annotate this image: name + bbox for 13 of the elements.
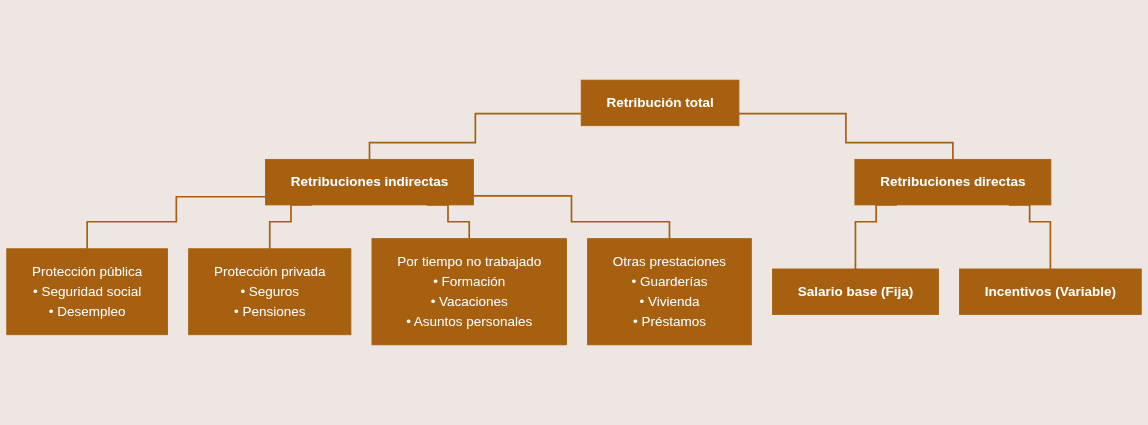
node-box: Por tiempo no trabajado • Formación • Vacaciones • Asuntos personales <box>371 238 567 346</box>
connector <box>368 112 583 161</box>
node-box: Retribuciones directas <box>854 158 1052 206</box>
node-box: Protección privada • Seguros • Pensiones <box>188 248 352 336</box>
node-box: Retribuciones indirectas <box>265 158 474 206</box>
node-box: Retribución total <box>580 79 740 127</box>
connector <box>738 112 954 161</box>
connector <box>472 195 671 240</box>
node-box: Salario base (Fija) <box>772 268 939 315</box>
connector <box>86 195 267 250</box>
node-box: Incentivos (Variable) <box>959 268 1142 315</box>
node-box: Otras prestaciones • Guarderías • Vivienda • Préstamos <box>587 238 752 346</box>
node-box: Protección pública • Seguridad social • Desempleo <box>6 248 168 336</box>
